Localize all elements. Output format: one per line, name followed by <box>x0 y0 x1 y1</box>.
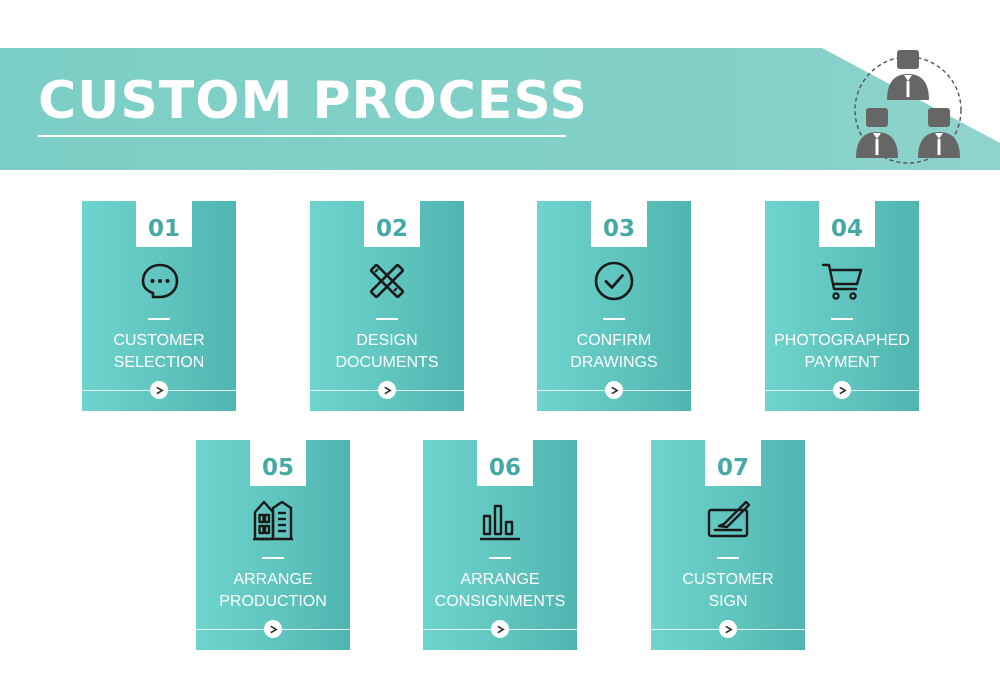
sign-icon <box>706 498 751 542</box>
step-number: 05 <box>250 440 306 486</box>
divider-dash <box>831 318 853 320</box>
step-number: 03 <box>591 201 647 247</box>
next-arrow-icon[interactable] <box>719 620 737 638</box>
step-number: 04 <box>819 201 875 247</box>
chat-icon <box>137 259 181 303</box>
step-label-line1: ARRANGE <box>233 571 313 588</box>
step-label: DESIGN DOCUMENTS <box>310 330 464 374</box>
step-card-02: 02 DESIGN DOCUMENTS <box>310 201 464 411</box>
divider-dash <box>603 318 625 320</box>
step-label-line2: CONSIGNMENTS <box>434 593 566 610</box>
step-label: PHOTOGRAPHED PAYMENT <box>765 330 919 374</box>
step-label-line1: CUSTOMER <box>113 332 205 349</box>
next-arrow-icon[interactable] <box>264 620 282 638</box>
step-label: ARRANGE PRODUCTION <box>196 569 350 613</box>
check-circle-icon <box>592 259 636 303</box>
step-number: 06 <box>477 440 533 486</box>
divider-dash <box>717 557 739 559</box>
step-label-line2: PRODUCTION <box>219 593 327 610</box>
next-arrow-icon[interactable] <box>833 381 851 399</box>
team-icon <box>848 48 968 168</box>
step-number: 02 <box>364 201 420 247</box>
step-label-line2: DOCUMENTS <box>335 354 439 371</box>
divider-dash <box>489 557 511 559</box>
title-underline <box>38 135 566 137</box>
next-arrow-icon[interactable] <box>378 381 396 399</box>
divider-dash <box>376 318 398 320</box>
step-label-line1: CUSTOMER <box>682 571 774 588</box>
step-card-03: 03 CONFIRM DRAWINGS <box>537 201 691 411</box>
ruler-pencil-icon <box>365 259 409 303</box>
step-label-line1: DESIGN <box>356 332 418 349</box>
divider-dash <box>148 318 170 320</box>
step-card-07: 07 CUSTOMER SIGN <box>651 440 805 650</box>
divider-dash <box>262 557 284 559</box>
step-label-line1: ARRANGE <box>460 571 540 588</box>
step-label: CUSTOMER SELECTION <box>82 330 236 374</box>
step-label-line1: PHOTOGRAPHED <box>774 332 910 349</box>
step-label: ARRANGE CONSIGNMENTS <box>423 569 577 613</box>
step-number: 01 <box>136 201 192 247</box>
cart-icon <box>820 259 864 303</box>
next-arrow-icon[interactable] <box>605 381 623 399</box>
step-label-line1: CONFIRM <box>576 332 652 349</box>
factory-icon <box>251 498 295 542</box>
step-number: 07 <box>705 440 761 486</box>
step-label: CUSTOMER SIGN <box>651 569 805 613</box>
step-label: CONFIRM DRAWINGS <box>537 330 691 374</box>
bar-chart-icon <box>478 498 522 542</box>
header-banner <box>0 48 1000 170</box>
step-label-line2: PAYMENT <box>804 354 880 371</box>
step-card-01: 01 CUSTOMER SELECTION <box>82 201 236 411</box>
step-card-06: 06 ARRANGE CONSIGNMENTS <box>423 440 577 650</box>
step-label-line2: DRAWINGS <box>570 354 658 371</box>
step-card-05: 05 ARRANGE PRODUCTION <box>196 440 350 650</box>
page-title: CUSTOM PROCESS <box>38 71 588 131</box>
step-label-line2: SIGN <box>708 593 748 610</box>
step-card-04: 04 PHOTOGRAPHED PAYMENT <box>765 201 919 411</box>
next-arrow-icon[interactable] <box>150 381 168 399</box>
next-arrow-icon[interactable] <box>491 620 509 638</box>
step-label-line2: SELECTION <box>113 354 205 371</box>
